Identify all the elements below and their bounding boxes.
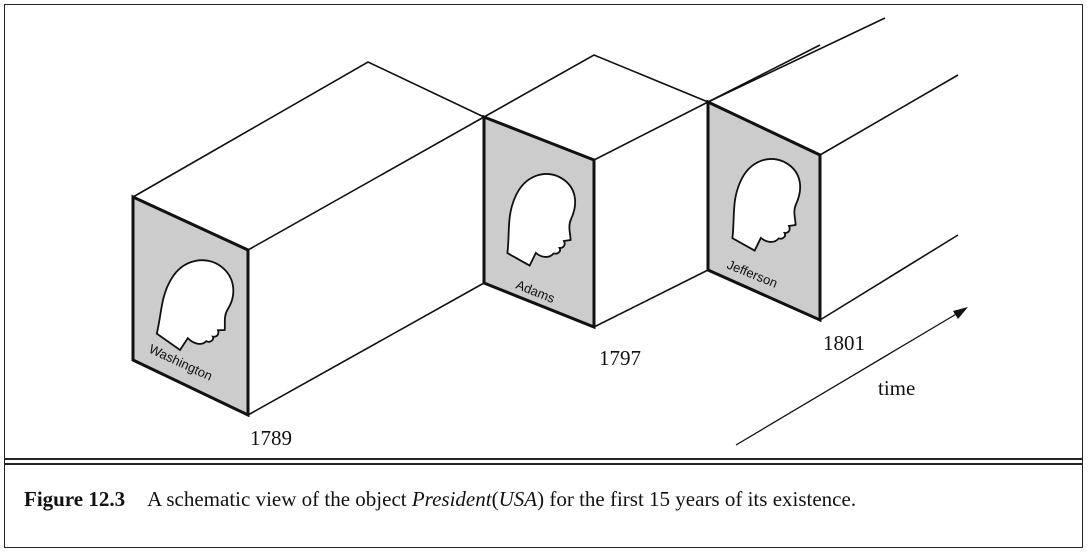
caption-text-after: for the first 15 years of its existence. — [544, 487, 857, 511]
caption-rule-bottom — [4, 463, 1083, 465]
figure-caption: Figure 12.3 A schematic view of the objec… — [24, 484, 1064, 514]
washington-block — [132, 61, 485, 416]
time-arrow — [735, 307, 968, 446]
adams-block — [483, 54, 709, 328]
portrait-washington: Washington — [131, 194, 250, 418]
jefferson-block — [707, 17, 959, 321]
head-silhouette-icon — [155, 259, 235, 352]
portrait-jefferson: Jefferson — [706, 99, 822, 323]
year-1797: 1797 — [599, 346, 641, 370]
head-silhouette-icon — [731, 158, 802, 252]
figure-frame — [4, 4, 1083, 548]
caption-text-before: A schematic view of the object — [147, 487, 412, 511]
caption-arg: USA — [498, 487, 538, 511]
year-1801: 1801 — [823, 331, 865, 355]
time-label: time — [878, 376, 915, 400]
caption-paren-open: ( — [491, 487, 499, 511]
timeline-diagram: Washington Adams Jefferson 1789 1797 180… — [131, 17, 968, 450]
figure-label: Figure 12.3 — [24, 487, 126, 511]
caption-rule-top — [4, 458, 1083, 460]
caption-object: President — [411, 487, 492, 511]
caption-paren-close: ) — [537, 487, 545, 511]
head-silhouette-icon — [506, 173, 577, 267]
year-1789: 1789 — [250, 426, 292, 450]
portrait-adams: Adams — [482, 114, 596, 330]
